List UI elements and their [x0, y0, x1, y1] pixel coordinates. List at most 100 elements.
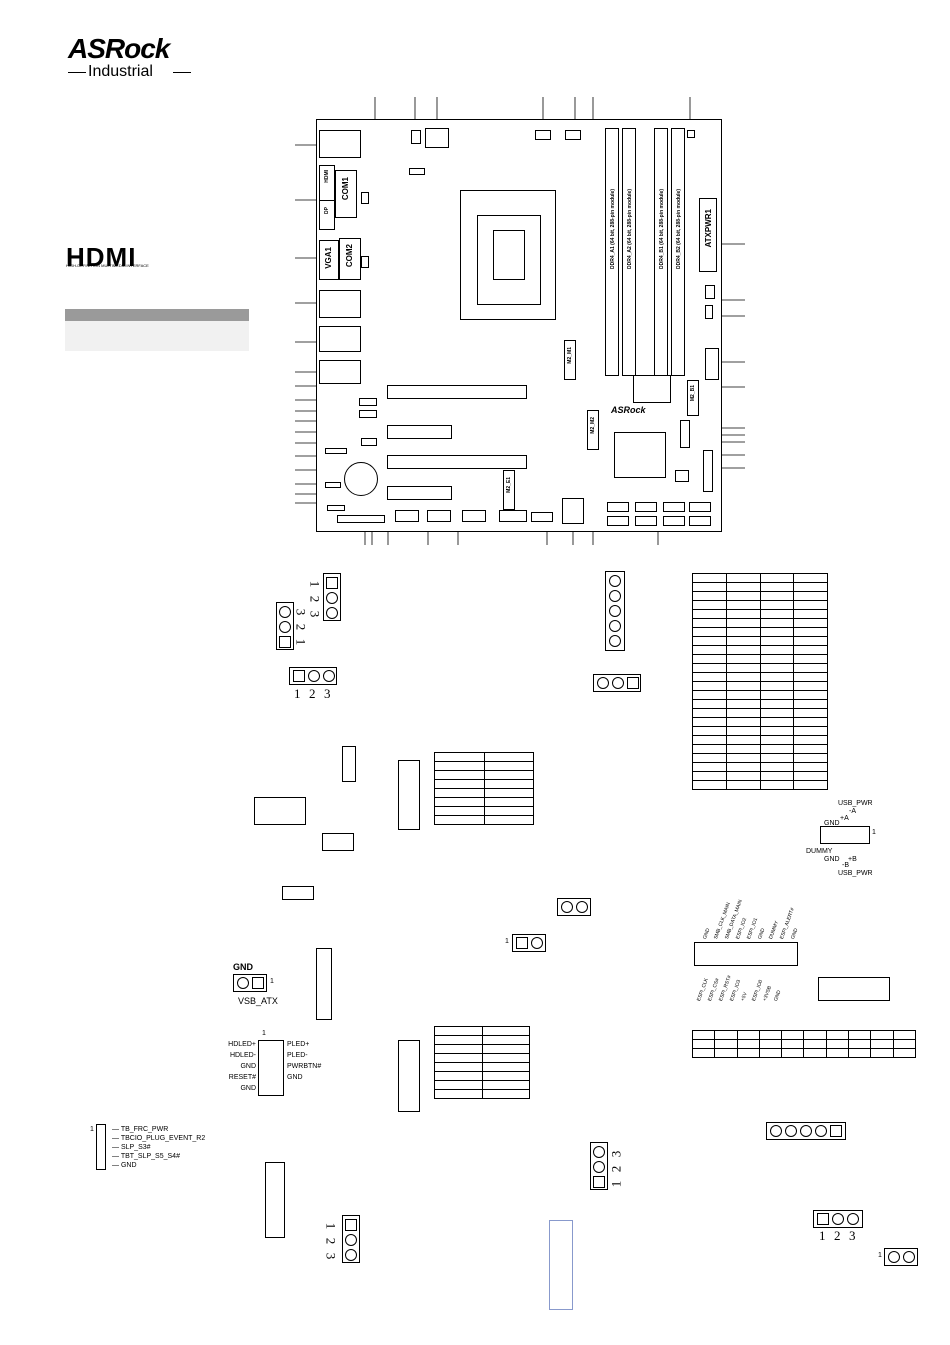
cpu-socket-center [493, 230, 525, 280]
table-cell [725, 771, 761, 781]
pin [903, 1251, 915, 1263]
pin [597, 677, 609, 689]
table-cell [759, 771, 795, 781]
header-small-1 [409, 168, 425, 175]
industrial-text: Industrial [88, 63, 153, 80]
fan-header-top-1 [411, 130, 421, 144]
table-cell [725, 690, 761, 700]
table-cell [434, 1026, 483, 1036]
table-cell [483, 788, 534, 798]
table-cell [793, 690, 828, 700]
table-cell [892, 1039, 917, 1049]
table-cell [793, 636, 828, 646]
table-cell [691, 1030, 716, 1040]
espi-pin-label: GND [790, 927, 800, 941]
dimm-slot-a1: DDR4_A1 (64 bit, 288-pin module) [605, 128, 619, 376]
table-cell [759, 618, 795, 628]
table-cell [725, 654, 761, 664]
table-cell [481, 1089, 530, 1099]
table-cell [434, 770, 485, 780]
pin-number: 1 [608, 1180, 624, 1188]
jumper-top-right [687, 130, 695, 138]
usb-header-label: GND [824, 820, 840, 827]
table-cell [759, 636, 795, 646]
pin-square [817, 1213, 829, 1225]
usb-header-bottom-2 [427, 510, 451, 522]
pin [279, 621, 291, 633]
vsb-atx-label: VSB_ATX [238, 996, 278, 1006]
table-cell [725, 645, 761, 655]
table-cell [759, 600, 795, 610]
pin-number: 3 [849, 1228, 856, 1243]
pin [832, 1213, 844, 1225]
pinout-table-mid [434, 752, 534, 825]
usb-header-label: +B [848, 856, 857, 863]
logo-rule-left [68, 72, 86, 73]
pin [576, 901, 588, 913]
pin-number: 2 [608, 1165, 624, 1173]
table-cell [481, 1062, 530, 1072]
jumper-3pin-d [342, 1215, 360, 1263]
table-cell [691, 1048, 716, 1058]
sata-port-3 [663, 502, 685, 512]
espi-pin-label: +5V [740, 991, 749, 1003]
pin-number: 1 [819, 1228, 826, 1243]
table-cell [434, 815, 485, 825]
header-5pin-horizontal [766, 1122, 846, 1140]
sata-port-1 [607, 502, 629, 512]
table-cell [725, 717, 761, 727]
table-cell [725, 762, 761, 772]
jumper-3pin-right [593, 674, 641, 692]
table-cell [892, 1030, 917, 1040]
table-cell [725, 627, 761, 637]
jumper-3pin-a [323, 573, 341, 621]
table-cell [793, 708, 828, 718]
vsb-gnd-label: GND [233, 962, 253, 972]
pin-number: 3 [293, 608, 309, 616]
table-cell [692, 735, 727, 745]
table-cell [481, 1035, 530, 1045]
sata-port-7 [663, 516, 685, 526]
table-cell [793, 618, 828, 628]
hdmi-tagline: HIGH-DEFINITION MULTIMEDIA INTERFACE [66, 263, 149, 268]
pin-number: 2 [307, 595, 323, 603]
table-cell [759, 690, 795, 700]
pin [279, 606, 291, 618]
table-cell [692, 663, 727, 673]
usb-header-label-top: USB_PWR [838, 800, 873, 807]
pin [593, 1161, 605, 1173]
pcie-slot-2 [387, 425, 452, 439]
table-cell [793, 681, 828, 691]
com1-label: COM1 [341, 177, 350, 201]
usb-header-label: GND [824, 856, 840, 863]
panel-left-label: GND [240, 1085, 256, 1092]
jumper-2pin-b [512, 934, 546, 952]
pin-square [830, 1125, 842, 1137]
fan-header-top-3 [565, 130, 581, 140]
table-cell [714, 1030, 738, 1040]
pin-square [252, 977, 264, 989]
tbt-signal-label: — SLP_S3# [112, 1144, 151, 1151]
table-cell [725, 726, 761, 736]
table-cell [483, 815, 534, 825]
header-2x10 [265, 1162, 285, 1238]
pin [326, 592, 338, 604]
com2-connector: COM2 [339, 238, 361, 280]
pin-number: 1 [307, 580, 323, 588]
table-cell [725, 744, 761, 754]
header-left-2 [359, 410, 377, 418]
table-cell [759, 780, 795, 790]
m2-b1-slot: M2_B1 [687, 380, 699, 416]
table-cell [692, 708, 727, 718]
tbt-signal-label: — TBCIO_PLUG_EVENT_R2 [112, 1135, 206, 1142]
table-cell [793, 582, 828, 592]
espi-pin-label: +3VSB [762, 985, 774, 1003]
header-left-1 [359, 398, 377, 406]
com2-label: COM2 [345, 244, 354, 268]
table-cell [758, 1048, 783, 1058]
pin-number: 3 [324, 686, 331, 701]
rear-dp-port: DP [319, 200, 335, 230]
table-cell [759, 573, 795, 583]
fan-connector-horizontal [322, 833, 354, 851]
table-cell [725, 708, 761, 718]
